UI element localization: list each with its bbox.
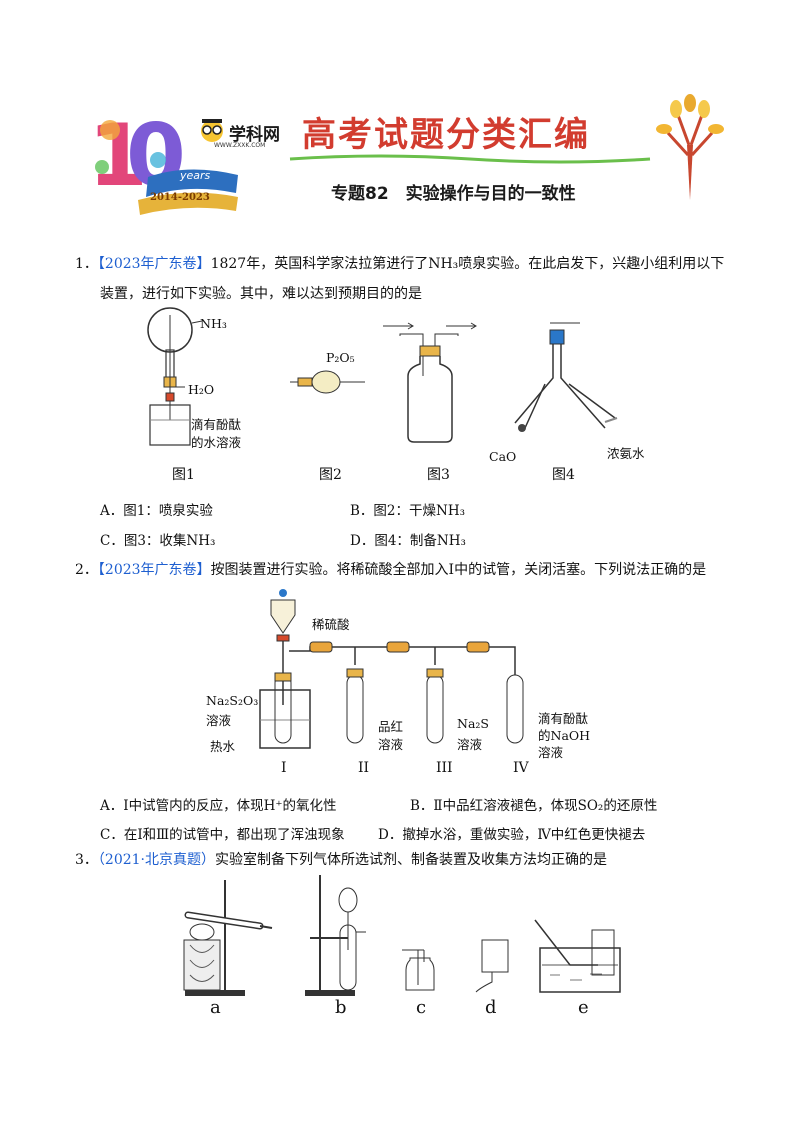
q1-option-a[interactable]: A．图1：喷泉实验 xyxy=(100,499,213,519)
q2-magenta-label-1: 品红 xyxy=(378,719,404,734)
q1-option-d-text: D．图4：制备 xyxy=(350,533,437,549)
fig2-p2o5-label: P₂O₅ xyxy=(326,350,355,365)
fig3-caption: 图3 xyxy=(427,467,450,483)
q3-stem-text: 实验室制备下列气体所选试剂、制备装置及收集方法均正确的是 xyxy=(215,852,608,868)
fig1-fountain-apparatus xyxy=(147,307,203,446)
q2-option-b-formula: SO₂ xyxy=(577,798,604,814)
fig1-solution-label-2: 的水溶液 xyxy=(191,435,242,450)
q2-apparatus xyxy=(259,589,524,749)
fig3-collection-bottle xyxy=(383,322,477,443)
q3-label-e: e xyxy=(578,997,589,1018)
q2-na2s-label-1: Na₂S xyxy=(457,716,489,731)
fig1-nh3-label: NH₃ xyxy=(200,316,227,331)
fig4-cao-label: CaO xyxy=(489,449,517,464)
q2-naoh-label-1: 滴有酚酞 xyxy=(538,711,589,726)
q1-number: 1． xyxy=(75,256,98,272)
q1-option-b[interactable]: B．图2：干燥NH₃ xyxy=(350,499,465,519)
q2-option-b-text-end: 的还原性 xyxy=(603,798,658,814)
q2-option-c[interactable]: C．在Ⅰ和Ⅲ的试管中，都出现了浑浊现象 xyxy=(100,823,345,843)
q1-option-b-text: B．图2：干燥 xyxy=(350,503,437,519)
q2-label-iv: IV xyxy=(513,760,529,776)
q1-source: 【2023年广东卷】 xyxy=(97,256,211,272)
banner-underline xyxy=(289,154,651,164)
tree-decoration-icon xyxy=(656,94,724,200)
q2-stem: 2．【2023年广东卷】按图装置进行实验。将稀硫酸全部加入Ⅰ中的试管，关闭活塞。… xyxy=(75,560,755,580)
q2-magenta-label-2: 溶液 xyxy=(378,737,404,752)
fig1-caption: 图1 xyxy=(172,467,195,483)
site-logo-text: 学科网 xyxy=(229,125,280,145)
q2-option-a-text: A．Ⅰ中试管内的反应，体现 xyxy=(100,798,264,814)
q1-option-d[interactable]: D．图4：制备NH₃ xyxy=(350,529,466,549)
q1-option-a-text: A．图1：喷泉实验 xyxy=(100,503,213,519)
q2-option-c-text: C．在Ⅰ和Ⅲ的试管中，都出现了浑浊现象 xyxy=(100,827,345,843)
q1-option-c-formula: NH₃ xyxy=(186,533,216,549)
q1-stem-line2: 装置，进行如下实验。其中，难以达到预期目的的是 xyxy=(100,286,422,302)
q2-na2s-label-2: 溶液 xyxy=(457,737,483,752)
q2-thiosulfate-label-2: 溶液 xyxy=(206,713,232,728)
q2-thiosulfate-label-1: Na₂S₂O₃ xyxy=(206,693,259,708)
q2-option-a[interactable]: A．Ⅰ中试管内的反应，体现H⁺的氧化性 xyxy=(100,794,337,814)
q3-label-a: a xyxy=(210,997,221,1018)
q2-naoh-label-3: 溶液 xyxy=(538,745,564,760)
q1-option-c[interactable]: C．图3：收集NH₃ xyxy=(100,529,215,549)
fig2-caption: 图2 xyxy=(319,467,342,483)
q3-label-b: b xyxy=(335,997,347,1018)
q2-label-iii: III xyxy=(436,760,453,776)
fig4-ammonia-label: 浓氨水 xyxy=(607,446,645,461)
q2-source: 【2023年广东卷】 xyxy=(97,562,211,578)
q1-stem: 1．【2023年广东卷】1827年，英国科学家法拉第进行了NH₃喷泉实验。在此启… xyxy=(75,254,735,274)
q3-stem: 3．（2021·北京真题）实验室制备下列气体所选试剂、制备装置及收集方法均正确的… xyxy=(75,850,755,870)
q3-number: 3． xyxy=(75,852,98,868)
q2-option-b-text: B．Ⅱ中品红溶液褪色，体现 xyxy=(410,798,578,814)
fig4-y-tube xyxy=(514,322,618,432)
q2-naoh-label-2: 的NaOH xyxy=(538,728,591,743)
q1-stem-part-a: 1827年，英国科学家法拉第进行了 xyxy=(210,256,429,272)
banner-title: 高考试题分类汇编 xyxy=(302,115,590,155)
q1-option-c-text: C．图3：收集 xyxy=(100,533,187,549)
owl-logo-icon xyxy=(201,119,223,142)
anniversary-years-label: years xyxy=(180,169,211,182)
q1-stem-part-b: 喷泉实验。在此启发下，兴趣小组利用以下 xyxy=(458,256,725,272)
header-banner: 1 0 years 2014-2023 学科网 WWW.ZXXK.COM 高考试… xyxy=(0,94,800,215)
fig1-h2o-label: H₂O xyxy=(188,382,215,397)
fig4-caption: 图4 xyxy=(552,467,575,483)
q2-stem-text: 按图装置进行实验。将稀硫酸全部加入Ⅰ中的试管，关闭活塞。下列说法正确的是 xyxy=(210,562,707,578)
q3-label-d: d xyxy=(485,997,497,1018)
q2-option-b[interactable]: B．Ⅱ中品红溶液褪色，体现SO₂的还原性 xyxy=(410,794,657,814)
anniversary-range-label: 2014-2023 xyxy=(150,192,210,203)
fig2-drying-tube xyxy=(290,370,365,394)
fig1-solution-label-1: 滴有酚酞 xyxy=(191,417,242,432)
q2-label-ii: II xyxy=(358,760,370,776)
q1-option-d-formula: NH₃ xyxy=(436,533,466,549)
q1-formula: NH₃ xyxy=(428,256,459,272)
svg-text:1: 1 xyxy=(88,106,148,206)
site-logo-url: WWW.ZXXK.COM xyxy=(214,142,266,149)
q2-label-i: I xyxy=(281,760,287,776)
q3-label-c: c xyxy=(416,997,427,1018)
q3-source: （2021·北京真题） xyxy=(97,852,216,868)
q2-option-d-text: D．撤掉水浴，重做实验，Ⅳ中红色更快褪去 xyxy=(378,827,646,843)
q2-option-a-text-end: 的氧化性 xyxy=(282,798,337,814)
q3-apparatus-figure xyxy=(183,875,621,996)
q2-option-d[interactable]: D．撤掉水浴，重做实验，Ⅳ中红色更快褪去 xyxy=(378,823,645,843)
anniversary-logo: 1 0 xyxy=(88,106,238,215)
topic-subtitle: 专题82 实验操作与目的一致性 xyxy=(331,184,576,204)
q2-acid-label: 稀硫酸 xyxy=(312,617,350,632)
q1-option-b-formula: NH₃ xyxy=(436,503,466,519)
q2-hot-water-label: 热水 xyxy=(210,739,236,754)
q2-option-a-formula: H⁺ xyxy=(263,798,283,814)
q2-number: 2． xyxy=(75,562,98,578)
